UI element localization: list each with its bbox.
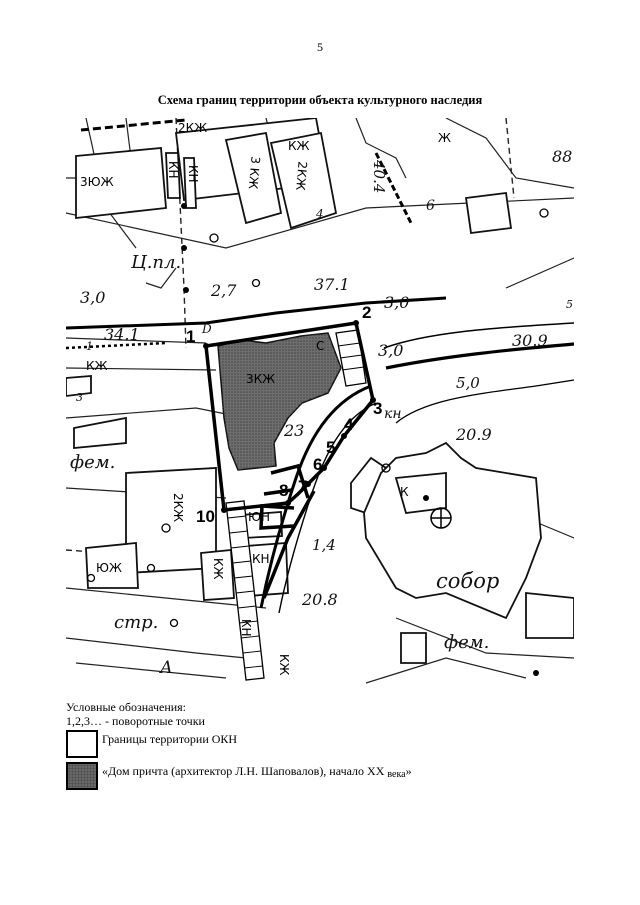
label-2kj-mid: 2КЖ [171, 493, 185, 522]
page-number: 5 [317, 40, 323, 54]
label-kn-low: КН [239, 619, 253, 637]
heritage-building [217, 332, 342, 471]
label-kj-left: КЖ [86, 359, 108, 373]
elev-1small: 1 [86, 340, 93, 353]
strip-hatch [227, 342, 365, 669]
elev-371: 37.1 [314, 275, 350, 294]
elev-3small: 3 [76, 391, 83, 404]
label-kj-low: КЖ [211, 558, 225, 580]
elev-309: 30.9 [512, 331, 548, 350]
legend-heritage-label: «Дом причта (архитектор Л.Н. Шаповалов),… [102, 764, 412, 782]
label-3uj: 3ЮЖ [80, 175, 114, 189]
turning-point-10: 10 [196, 507, 215, 526]
turning-point-3: 3 [373, 399, 382, 418]
turning-point-1: 1 [186, 327, 195, 346]
elev-30b: 3,0 [384, 293, 409, 312]
label-2kj-v: 2КЖ [293, 161, 309, 191]
label-a: А [159, 658, 173, 678]
label-kn-a: КН [166, 161, 180, 179]
building-labels: 2КЖ 3ЮЖ КН КН КЖ 3 КЖ 2КЖ КЖ 3КЖ 2КЖ ЮЖ … [80, 121, 451, 676]
curved-road [66, 322, 574, 614]
legend-heading: Условные обозначения: [66, 700, 187, 714]
elev-5small: 5 [566, 298, 573, 311]
elevation-labels: 3,0 2,7 37.1 3,0 34.1 3,0 30.9 5,0 23 20… [76, 159, 573, 609]
buildings [66, 118, 574, 664]
legend-boundary-label: Границы территории ОКН [102, 732, 238, 746]
label-kj-top: КЖ [288, 139, 310, 153]
text-labels: Ц.пл. фем. стр. А собор фем. кн D 88 6 4 [70, 147, 572, 678]
heritage-label-end: » [405, 764, 412, 778]
label-88: 88 [552, 147, 572, 166]
heritage-label-sub: века [387, 769, 406, 780]
boundary-swatch [66, 730, 98, 758]
legend-heritage-row: «Дом причта (архитектор Л.Н. Шаповалов),… [66, 762, 586, 796]
label-tspl: Ц.пл. [130, 252, 181, 273]
elev-404: 40.4 [370, 159, 388, 193]
legend-boundary-row: Границы территории ОКН [66, 730, 586, 764]
label-uj-left: ЮЖ [96, 561, 122, 575]
map-title: Схема границ территории объекта культурн… [157, 93, 483, 107]
turning-points: 1 2 3 4 5 6 7 8 10 [186, 303, 382, 526]
label-k: К [400, 485, 409, 499]
legend-points-note: 1,2,3… - поворотные точки [66, 714, 205, 728]
elev-27: 2,7 [210, 281, 237, 300]
label-kn-mid: КН [252, 552, 270, 566]
vertex-markers [181, 203, 539, 676]
map-area: 2КЖ 3ЮЖ КН КН КЖ 3 КЖ 2КЖ КЖ 3КЖ 2КЖ ЮЖ … [66, 118, 574, 686]
elev-14: 1,4 [312, 536, 336, 554]
map-svg: 2КЖ 3ЮЖ КН КН КЖ 3 КЖ 2КЖ КЖ 3КЖ 2КЖ ЮЖ … [66, 118, 574, 684]
elev-341: 34.1 [104, 325, 140, 344]
survey-circles [86, 208, 549, 628]
turning-point-4: 4 [344, 415, 354, 434]
elev-209: 20.9 [455, 425, 492, 444]
elev-23: 23 [283, 421, 304, 440]
label-fem-right: фем. [444, 632, 489, 653]
turning-point-7: 7 [298, 477, 307, 496]
turning-point-6: 6 [313, 455, 322, 474]
turning-point-2: 2 [362, 303, 371, 322]
heritage-label-main: «Дом причта (архитектор Л.Н. Шаповалов),… [102, 764, 388, 778]
bold-dashed-lines [66, 118, 447, 330]
label-sobor: собор [436, 569, 499, 593]
label-2kj: 2КЖ [178, 121, 207, 135]
cathedral-cross-icon [430, 507, 452, 529]
hatched-strip [225, 329, 367, 681]
label-str: стр. [114, 612, 158, 633]
label-kj-bottom: КЖ [277, 654, 291, 676]
label-fem-left: фем. [70, 452, 115, 473]
label-3kj-okn: 3КЖ [246, 372, 275, 386]
label-6: 6 [426, 198, 435, 214]
elev-30c: 3,0 [378, 341, 403, 360]
label-un: ЮН [248, 510, 270, 524]
label-3kj: 3 КЖ [246, 156, 263, 190]
heritage-swatch [66, 762, 98, 790]
turning-point-5: 5 [326, 438, 335, 457]
label-s: С [316, 339, 324, 353]
elev-30a: 3,0 [80, 288, 105, 307]
label-kj-right: Ж [438, 131, 451, 145]
label-4: 4 [315, 207, 324, 221]
elev-50: 5,0 [456, 374, 480, 392]
label-kn: кн [384, 406, 402, 422]
label-d: D [201, 322, 212, 336]
elev-208: 20.8 [301, 590, 338, 609]
turning-point-8: 8 [279, 481, 288, 500]
label-kn-b: КН [186, 165, 200, 183]
